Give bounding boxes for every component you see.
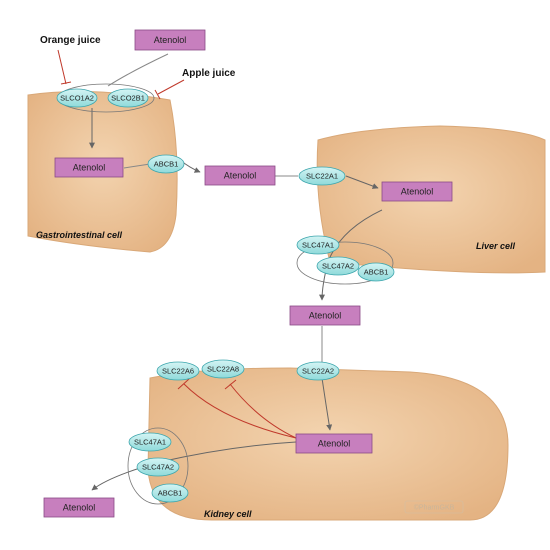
transporter-slc47a2-liver: SLC47A2 bbox=[316, 256, 360, 276]
arrow-lumen-to-gi-transporters bbox=[107, 53, 169, 87]
svg-text:Atenolol: Atenolol bbox=[224, 171, 257, 181]
atenolol-blood-portal: Atenolol bbox=[204, 165, 276, 186]
atenolol-lumen: Atenolol bbox=[134, 29, 206, 51]
inhibition-orange-juice bbox=[57, 49, 72, 85]
watermark-frame bbox=[404, 500, 464, 514]
svg-text:SLC22A8: SLC22A8 bbox=[207, 365, 239, 374]
transporter-slc47a1-liver: SLC47A1 bbox=[296, 235, 340, 255]
atenolol-kidney-cell: Atenolol bbox=[295, 433, 373, 454]
svg-text:Atenolol: Atenolol bbox=[309, 311, 342, 321]
svg-text:Atenolol: Atenolol bbox=[401, 187, 434, 197]
liver-cell-label: Liver cell bbox=[476, 241, 516, 251]
kidney-efflux-complex-outline bbox=[127, 427, 189, 505]
transporter-slc22a1: SLC22A1 bbox=[298, 166, 346, 186]
inhibition-atenolol-slc22a6 bbox=[177, 378, 297, 439]
transporter-slc47a2-kidney: SLC47A2 bbox=[136, 457, 180, 477]
liver-efflux-complex-outline bbox=[296, 241, 394, 285]
svg-text:SLC22A6: SLC22A6 bbox=[162, 367, 194, 376]
svg-text:SLC22A1: SLC22A1 bbox=[306, 172, 338, 181]
svg-text:Atenolol: Atenolol bbox=[154, 35, 187, 45]
svg-text:ABCB1: ABCB1 bbox=[154, 160, 179, 169]
svg-text:SLC47A2: SLC47A2 bbox=[142, 463, 174, 472]
svg-text:ABCB1: ABCB1 bbox=[158, 489, 183, 498]
svg-text:SLC47A1: SLC47A1 bbox=[302, 241, 334, 250]
transporter-slco2b1: SLCO2B1 bbox=[107, 88, 149, 108]
arrow-into-liver bbox=[345, 175, 379, 189]
arrow-gi-to-blood bbox=[123, 163, 151, 169]
transporter-abcb1-liver: ABCB1 bbox=[357, 262, 395, 282]
svg-text:SLCO2B1: SLCO2B1 bbox=[111, 94, 145, 103]
svg-text:SLCO1A2: SLCO1A2 bbox=[60, 94, 94, 103]
arrow-into-kidney bbox=[321, 377, 333, 431]
gastrointestinal-cell-label: Gastrointestinal cell bbox=[36, 230, 123, 240]
transporter-slc22a2: SLC22A2 bbox=[296, 361, 340, 381]
transporter-slc47a1-kidney: SLC47A1 bbox=[128, 432, 172, 452]
watermark: ©PharmGKB bbox=[414, 504, 455, 512]
kidney-cell-label: Kidney cell bbox=[204, 509, 252, 519]
svg-text:SLC47A2: SLC47A2 bbox=[322, 262, 354, 271]
inhibition-atenolol-slc22a8 bbox=[224, 379, 297, 439]
apple-juice-label: Apple juice bbox=[182, 68, 236, 79]
svg-text:SLC47A1: SLC47A1 bbox=[134, 438, 166, 447]
atenolol-urine: Atenolol bbox=[43, 497, 115, 518]
svg-text:SLC22A2: SLC22A2 bbox=[302, 367, 334, 376]
transporter-abcb1-kidney: ABCB1 bbox=[151, 483, 189, 503]
svg-text:Atenolol: Atenolol bbox=[73, 163, 106, 173]
transporter-slco1a2: SLCO1A2 bbox=[56, 88, 98, 108]
orange-juice-label: Orange juice bbox=[40, 35, 101, 46]
atenolol-blood-systemic: Atenolol bbox=[289, 305, 361, 326]
svg-text:Atenolol: Atenolol bbox=[63, 503, 96, 513]
atenolol-liver-cell: Atenolol bbox=[381, 181, 453, 202]
svg-text:ABCB1: ABCB1 bbox=[364, 268, 389, 277]
transporter-abcb1-gi: ABCB1 bbox=[147, 154, 185, 174]
transporter-slc22a6: SLC22A6 bbox=[156, 361, 200, 381]
atenolol-gi-cell: Atenolol bbox=[54, 157, 124, 178]
inhibition-apple-juice bbox=[154, 79, 185, 100]
svg-text:Atenolol: Atenolol bbox=[318, 439, 351, 449]
transporter-slc22a8: SLC22A8 bbox=[201, 359, 245, 379]
